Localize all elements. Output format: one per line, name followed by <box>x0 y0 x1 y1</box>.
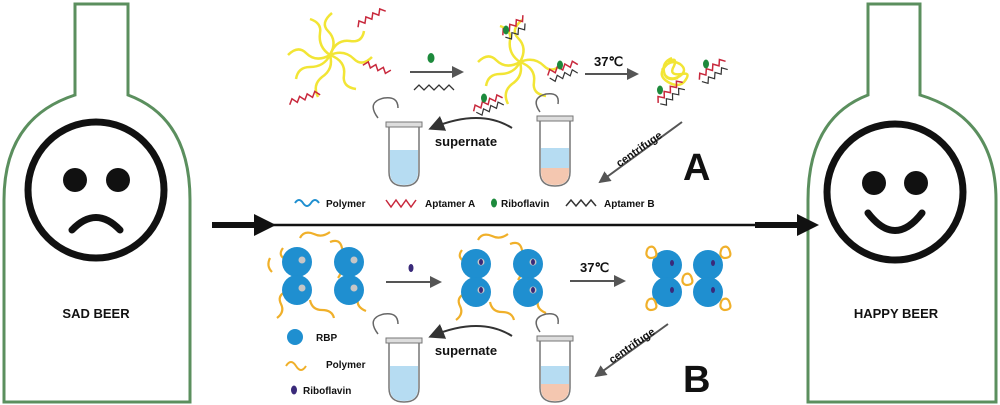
legend-aptamer-a-label: Aptamer A <box>425 199 475 210</box>
riboflavin-b-legend-icon <box>291 385 297 395</box>
legend-rbp-label: RBP <box>316 333 337 344</box>
riboflavin-reagent-icon <box>427 53 435 63</box>
polymer-riboflavin-complex <box>472 15 579 116</box>
panel-a-supernate-label: supernate <box>435 134 497 149</box>
supernate-b-arrow <box>428 324 513 339</box>
riboflavin-b-reagent-icon <box>408 264 414 272</box>
rbp-polymer-cluster <box>267 231 367 319</box>
polymer-legend-icon <box>294 199 320 207</box>
panel-b-centrifuge-label: centrifuge <box>607 326 657 366</box>
sad-face-icon <box>24 118 168 262</box>
big-arrow-right <box>755 214 819 236</box>
bottle-outline <box>2 2 192 404</box>
riboflavin-legend-icon <box>491 198 497 208</box>
centrifuge-arrow <box>598 121 683 184</box>
aptamer-a-legend-icon <box>385 198 417 209</box>
legend-a: Polymer Aptamer A Riboflavin Aptamer B <box>294 198 655 210</box>
centrifuge-tube-pellet-b-icon <box>535 312 574 403</box>
polymer-b-legend-icon <box>285 361 307 371</box>
bottle-outline <box>806 2 998 404</box>
centrifuge-b-arrow <box>594 323 669 378</box>
legend-aptamer-b-label: Aptamer B <box>604 199 655 210</box>
legend-riboflavin-label: Riboflavin <box>501 199 549 210</box>
sad-beer-bottle: SAD BEER <box>2 2 192 404</box>
rbp-riboflavin-cluster <box>455 233 547 321</box>
panel-b-supernate-label: supernate <box>435 343 497 358</box>
aptamer-b-reagent-icon <box>413 84 455 91</box>
legend-riboflavin-b-label: Riboflavin <box>303 386 351 397</box>
centrifuge-tube-pellet-icon <box>535 92 574 187</box>
centrifuge-tube-supernate-b-icon <box>372 312 423 403</box>
panel-a-temperature: 37℃ <box>594 54 623 69</box>
happy-beer-bottle: HAPPY BEER <box>806 2 998 404</box>
panel-a: 37℃ centrifuge <box>287 7 728 189</box>
collapsed-polymer-complex <box>657 56 728 106</box>
polymer-aptamer-complex <box>287 7 392 106</box>
sad-beer-label: SAD BEER <box>62 306 130 321</box>
legend-polymer-label: Polymer <box>326 199 366 210</box>
rbp-legend-icon <box>287 329 303 345</box>
aptamer-b-legend-icon <box>565 198 597 208</box>
centrifuge-tube-supernate-icon <box>372 96 423 187</box>
legend-b: RBP Polymer Riboflavin <box>285 329 366 397</box>
panel-a-letter: A <box>683 147 710 189</box>
panel-b: 37℃ centrifuge s <box>267 231 732 403</box>
supernate-arrow <box>428 116 513 131</box>
panel-a-centrifuge-label: centrifuge <box>614 129 664 169</box>
rbp-collapsed-cluster <box>645 245 732 312</box>
panel-b-letter: B <box>683 359 710 401</box>
legend-polymer-b-label: Polymer <box>326 360 366 371</box>
panel-b-temperature: 37℃ <box>580 260 609 275</box>
big-arrow-left <box>212 214 276 236</box>
happy-beer-label: HAPPY BEER <box>854 306 939 321</box>
happy-face-icon <box>823 120 967 264</box>
